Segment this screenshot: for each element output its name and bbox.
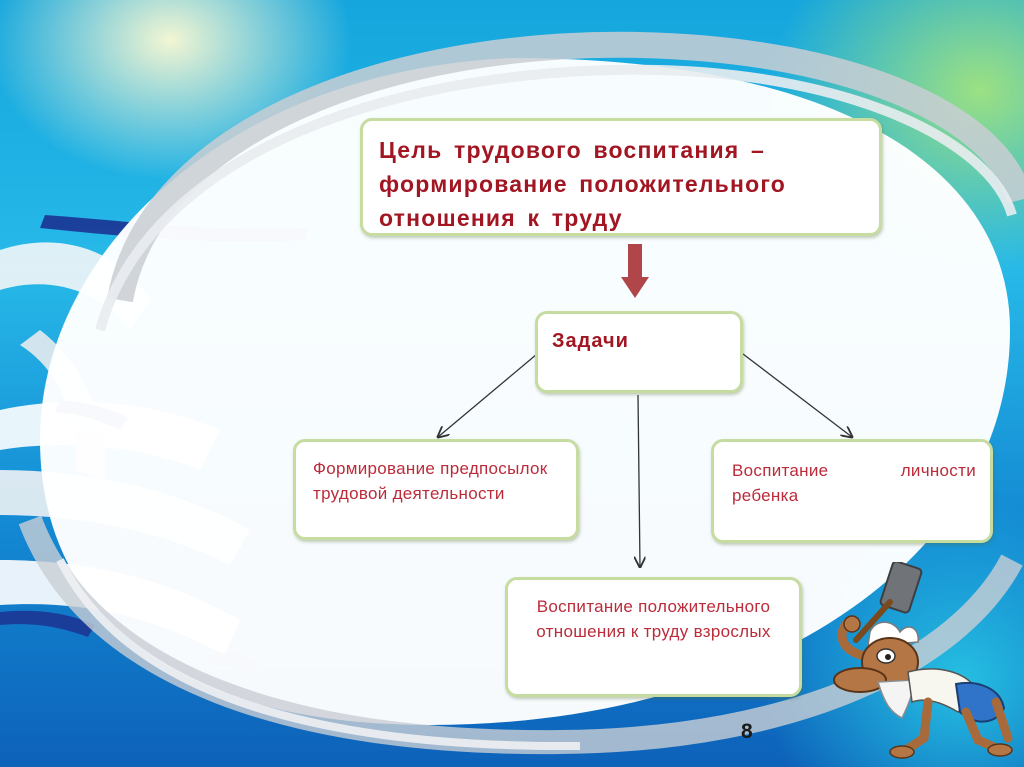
arrow-to-task-1 xyxy=(438,353,538,437)
hammer-worker-cartoon xyxy=(833,562,1013,759)
arrow-to-task-2 xyxy=(742,353,852,437)
tasks-label: Задачи xyxy=(552,330,629,352)
goal-text: Цель трудового воспитания – формирование… xyxy=(379,137,787,231)
block-down-arrow xyxy=(621,244,649,298)
tasks-box: Задачи xyxy=(535,311,743,393)
task-box-attitude-to-adult-work: Воспитание положительного отношения к тр… xyxy=(505,577,802,697)
task-text: Воспитание личности ребенка xyxy=(732,461,976,505)
task-text: Формирование предпосылок трудовой деятел… xyxy=(313,459,548,503)
goal-box: Цель трудового воспитания – формирование… xyxy=(360,118,882,236)
arrow-to-task-3 xyxy=(638,394,640,567)
page-number: 8 xyxy=(741,720,753,743)
task-box-preconditions: Формирование предпосылок трудовой деятел… xyxy=(293,439,579,540)
task-text: Воспитание положительного отношения к тр… xyxy=(536,597,771,641)
task-box-personality: Воспитание личности ребенка xyxy=(711,439,993,543)
